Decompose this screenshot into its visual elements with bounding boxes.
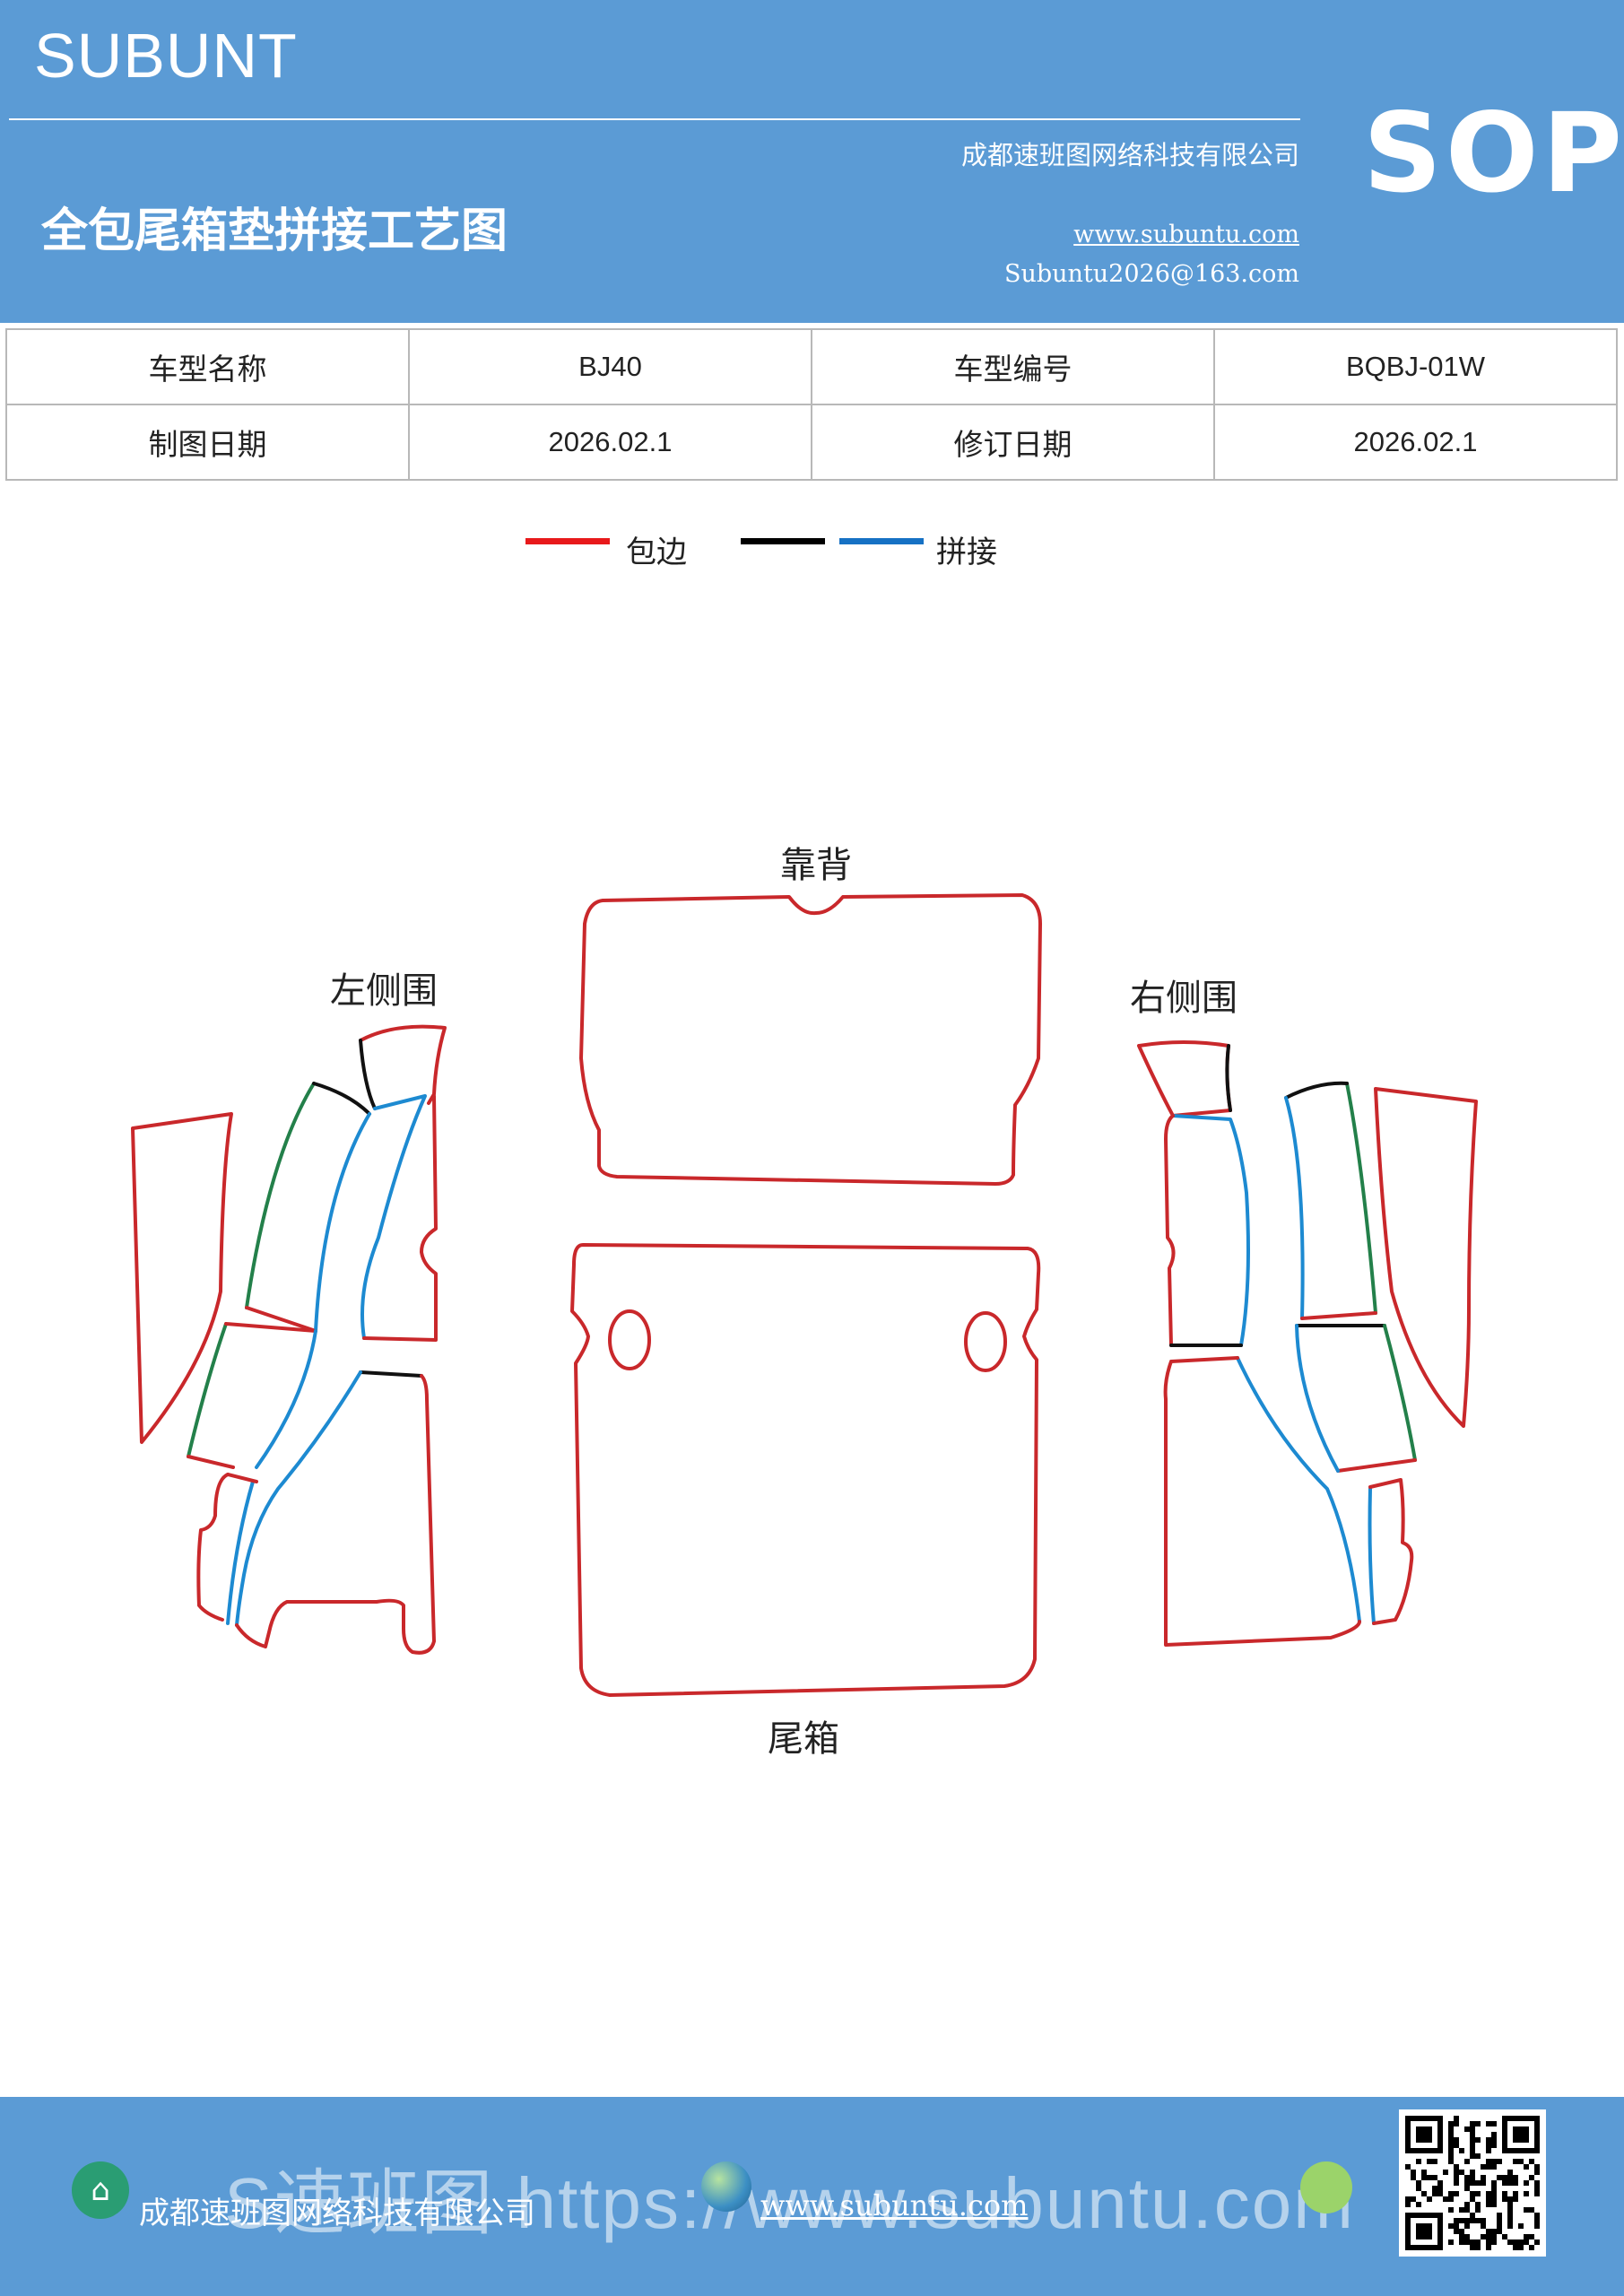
right-seam-4: [1236, 1356, 1361, 1623]
footer-banner: [0, 2097, 1624, 2296]
brand-name: SUBUNT: [34, 21, 298, 91]
right-seam-2: [1295, 1324, 1340, 1473]
legend: 包边 拼接: [0, 527, 1624, 572]
left-seam-1: [314, 1112, 371, 1333]
header-divider: [9, 118, 1300, 120]
left-strip-bottom-a: [224, 1322, 317, 1333]
trunk-hole-left: [608, 1309, 651, 1370]
trunk-hole-right: [964, 1311, 1007, 1372]
right-lower-panel: [1163, 1356, 1361, 1647]
right-seam-5: [1368, 1487, 1376, 1625]
left-green-strip-top: [245, 1082, 316, 1309]
table-row: 车型名称 BJ40 车型编号 BQBJ-01W: [5, 328, 1618, 405]
left-seam-5: [226, 1480, 255, 1625]
label-left-side: 左侧围: [330, 970, 438, 1012]
legend-label-edge: 包边: [626, 535, 687, 570]
left-seam-3: [360, 1094, 427, 1340]
right-black-top: [1284, 1081, 1349, 1100]
right-green-strip-bottom: [1383, 1324, 1417, 1462]
label-trunk: 尾箱: [768, 1718, 839, 1760]
label-right-side: 右侧围: [1130, 978, 1238, 1019]
left-upper-cap: [359, 1024, 447, 1105]
right-upper-left-edge: [1164, 1114, 1176, 1347]
legend-swatch-red: [525, 538, 610, 544]
left-bottom-piece: [196, 1473, 230, 1622]
header-website-link[interactable]: www.subuntu.com: [1073, 221, 1299, 248]
value-drawing-date: 2026.02.1: [408, 404, 812, 481]
globe-icon: [701, 2161, 751, 2212]
value-revision-date: 2026.02.1: [1213, 404, 1618, 481]
left-upper-right-edge: [362, 1094, 438, 1342]
left-seam-2: [255, 1329, 317, 1469]
left-green-strip-bottom: [187, 1322, 228, 1458]
right-upper-black: [1225, 1044, 1232, 1112]
qr-code-icon: [1399, 2109, 1546, 2257]
footer-website-link[interactable]: www.subuntu.com: [760, 2188, 1029, 2222]
legend-label-seam: 拼接: [936, 535, 997, 570]
left-seam-4: [235, 1370, 362, 1627]
backrest-panel: [579, 893, 1042, 1186]
vehicle-info-table: 车型名称 BJ40 车型编号 BQBJ-01W 制图日期 2026.02.1 修…: [5, 328, 1618, 481]
left-strip-top: [245, 1306, 317, 1333]
left-upper-black: [359, 1039, 377, 1110]
building-icon: ⌂: [72, 2161, 129, 2219]
trunk-panel: [570, 1243, 1041, 1697]
sop-badge: SOP: [1363, 90, 1624, 217]
header-banner: [0, 0, 1624, 323]
document-title: 全包尾箱垫拼接工艺图: [41, 204, 508, 258]
right-green-strip-top: [1345, 1082, 1377, 1315]
footer-company-name: 成都速班图网络科技有限公司: [139, 2196, 535, 2231]
left-mid-black: [359, 1370, 423, 1378]
right-outer-panel: [1374, 1087, 1478, 1428]
left-outer-panel: [131, 1112, 233, 1444]
label-vehicle-name: 车型名称: [5, 328, 410, 405]
right-strip-bottom: [1336, 1458, 1417, 1473]
right-seam-3: [1171, 1114, 1250, 1347]
label-drawing-date: 制图日期: [5, 404, 410, 481]
wechat-icon[interactable]: [1300, 2161, 1352, 2213]
right-seam-1: [1284, 1096, 1305, 1320]
value-vehicle-name: BJ40: [408, 328, 812, 405]
left-black-top: [312, 1082, 371, 1116]
label-backrest: 靠背: [780, 845, 852, 886]
legend-swatch-black: [741, 538, 825, 544]
company-name: 成都速班图网络科技有限公司: [960, 140, 1299, 170]
right-upper-cap: [1137, 1040, 1232, 1118]
right-bottom-piece: [1368, 1478, 1414, 1625]
label-revision-date: 修订日期: [811, 404, 1215, 481]
right-strip-top: [1300, 1311, 1377, 1320]
left-bottom-piece-b: [226, 1473, 258, 1483]
left-strip-bottom-b: [187, 1455, 235, 1469]
footer-watermark: S速班图 https://www.subuntu.com: [224, 2163, 1355, 2243]
table-row: 制图日期 2026.02.1 修订日期 2026.02.1: [5, 404, 1618, 481]
value-vehicle-code: BQBJ-01W: [1213, 328, 1618, 405]
header-email: Subuntu2026@163.com: [1004, 260, 1299, 288]
left-lower-panel: [235, 1374, 436, 1655]
label-vehicle-code: 车型编号: [811, 328, 1215, 405]
legend-swatch-blue: [839, 538, 924, 544]
